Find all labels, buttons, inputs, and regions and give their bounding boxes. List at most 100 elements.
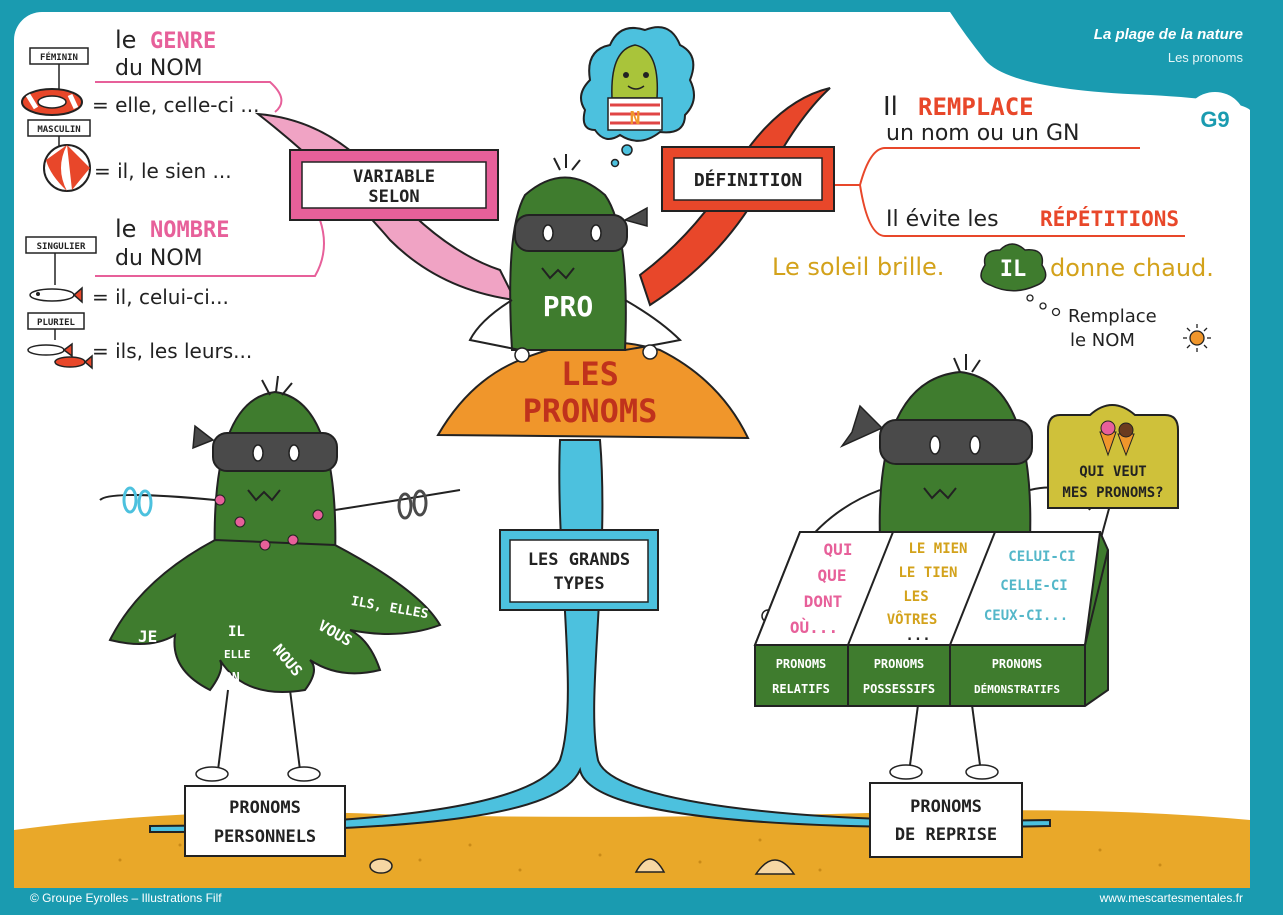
- possessifs-word: VÔTRES: [887, 610, 938, 628]
- possessifs-label-line1: PRONOMS: [874, 657, 925, 671]
- demonstratifs-word: CEUX-CI...: [984, 608, 1068, 624]
- pronoun-stand: [753, 531, 1109, 707]
- demonstratifs-label-line1: PRONOMS: [992, 657, 1043, 671]
- beach-ball-icon: [43, 144, 91, 192]
- singulier-text: = il, celui-ci...: [92, 285, 229, 309]
- tentacle-on: ON: [224, 671, 240, 686]
- footer-copyright: © Groupe Eyrolles – Illustrations Filf: [30, 891, 222, 905]
- connector-remplace: [835, 147, 1140, 186]
- nombre-title: le NOMBRE du NOM: [115, 215, 229, 271]
- demonstratifs-words: CELUI-CI CELLE-CI CEUX-CI...: [984, 549, 1076, 624]
- pluriel-tag-box: [27, 312, 85, 330]
- personnels-line2: PERSONNELS: [214, 827, 316, 847]
- genre-title: le GENRE du NOM: [115, 26, 216, 81]
- fish-pair-icon: [27, 342, 93, 370]
- possessifs-word: ...: [905, 628, 930, 644]
- example-pronoun: IL: [1000, 257, 1027, 282]
- header-corner: [950, 12, 1250, 110]
- footer-website: www.mescartesmentales.fr: [1099, 891, 1243, 905]
- ice-cream-icon: [1099, 420, 1135, 457]
- thought-bubble: N: [580, 26, 695, 168]
- personnels-box: PRONOMS PERSONNELS: [184, 785, 346, 857]
- remplace-line2: un nom ou un GN: [886, 121, 1080, 146]
- note-line1: Remplace: [1068, 306, 1157, 327]
- remplace-prefix: Il: [883, 92, 898, 122]
- genre-keyword: GENRE: [150, 29, 216, 54]
- central-title-line1: LES: [561, 355, 619, 393]
- lifebuoy-icon: [21, 88, 83, 116]
- tentacle-elle: ELLE: [224, 648, 251, 661]
- shell-icon: [369, 858, 393, 874]
- feminin-tag: FÉMININ: [40, 51, 78, 63]
- thought-letter: N: [630, 108, 641, 129]
- pluriel-tag: PLURIEL: [37, 318, 76, 328]
- il-cloud: IL: [980, 243, 1047, 292]
- sign: QUI VEUT MES PRONOMS?: [1047, 404, 1179, 561]
- variable-selon-box: VARIABLE SELON: [289, 149, 499, 221]
- personnels-line1: PRONOMS: [229, 798, 301, 818]
- relatifs-label-line2: RELATIFS: [772, 682, 830, 696]
- possessifs-label-line2: POSSESSIFS: [863, 682, 935, 696]
- reprise-line2: DE REPRISE: [895, 825, 997, 845]
- tentacle-tu: TU: [163, 664, 181, 682]
- relatifs-label-line1: PRONOMS: [776, 657, 827, 671]
- octopus-character: JE TU IL ELLE ON NOUS VOUS ILS, ELLES: [99, 375, 461, 782]
- connector-evite: [859, 184, 1185, 237]
- connector-nombre: [95, 219, 325, 277]
- nombre-prefix: le: [115, 215, 136, 243]
- masculin-tag: MASCULIN: [37, 125, 80, 135]
- card-badge: G9: [1185, 92, 1245, 148]
- demonstratifs-word: CELLE-CI: [1000, 578, 1067, 594]
- header-title: La plage de la nature: [1093, 26, 1243, 43]
- header-subtitle: Les pronoms: [1167, 50, 1243, 65]
- sign-line2: MES PRONOMS?: [1062, 485, 1163, 501]
- sand-dots: [118, 838, 1162, 872]
- singulier-tag-box: [25, 236, 97, 254]
- thought-dots: [1026, 294, 1061, 317]
- relatifs-word: QUE: [818, 566, 847, 585]
- pluriel-text: = ils, les leurs...: [92, 339, 252, 363]
- nombre-keyword: NOMBRE: [150, 218, 229, 243]
- connector-genre: [95, 81, 283, 113]
- nombre-line2: du NOM: [115, 246, 203, 271]
- variable-line2: SELON: [368, 187, 419, 207]
- relatifs-word: DONT: [804, 592, 843, 611]
- masculin-text: = il, le sien ...: [94, 159, 232, 183]
- example-after: donne chaud.: [1050, 254, 1214, 282]
- demonstratifs-word: CELUI-CI: [1008, 549, 1075, 565]
- possessifs-word: LE MIEN: [908, 541, 967, 557]
- genre-prefix: le: [115, 26, 136, 54]
- fish-icon: [29, 286, 83, 304]
- example-before: Le soleil brille.: [772, 253, 944, 281]
- types-line1: LES GRANDS: [528, 550, 630, 570]
- possessifs-word: LE TIEN: [898, 565, 957, 581]
- sign-line1: QUI VEUT: [1079, 464, 1146, 480]
- genre-line2: du NOM: [115, 56, 203, 81]
- possessifs-words: LE MIEN LE TIEN LES VÔTRES ...: [887, 541, 968, 644]
- evite-prefix: Il évite les: [886, 207, 999, 232]
- pro-character: PRO: [468, 154, 683, 363]
- tentacle-il: IL: [228, 624, 245, 640]
- definition-box: DÉFINITION: [661, 146, 835, 212]
- relatifs-word: QUI: [824, 540, 853, 559]
- remplace-keyword: REMPLACE: [918, 93, 1034, 121]
- character-label: PRO: [543, 290, 594, 323]
- singulier-tag: SINGULIER: [37, 242, 86, 252]
- tentacle-je: JE: [138, 627, 157, 646]
- reprise-line1: PRONOMS: [910, 797, 982, 817]
- reprise-box: PRONOMS DE REPRISE: [869, 782, 1023, 858]
- variable-line1: VARIABLE: [353, 167, 435, 187]
- branch-river: [149, 439, 1051, 834]
- note-line2: le NOM: [1070, 330, 1135, 351]
- relatifs-word: OÙ...: [790, 618, 838, 637]
- types-box: LES GRANDS TYPES: [499, 529, 659, 611]
- relatifs-words: QUI QUE DONT OÙ...: [790, 540, 853, 637]
- definition-label: DÉFINITION: [694, 169, 802, 191]
- shell-icon: [754, 859, 796, 875]
- sun-icon: [1183, 324, 1211, 352]
- demonstratifs-label-line2: DÉMONSTRATIFS: [974, 683, 1060, 696]
- shell-icon: [634, 858, 666, 873]
- types-line2: TYPES: [553, 574, 604, 594]
- possessifs-word: LES: [903, 589, 928, 605]
